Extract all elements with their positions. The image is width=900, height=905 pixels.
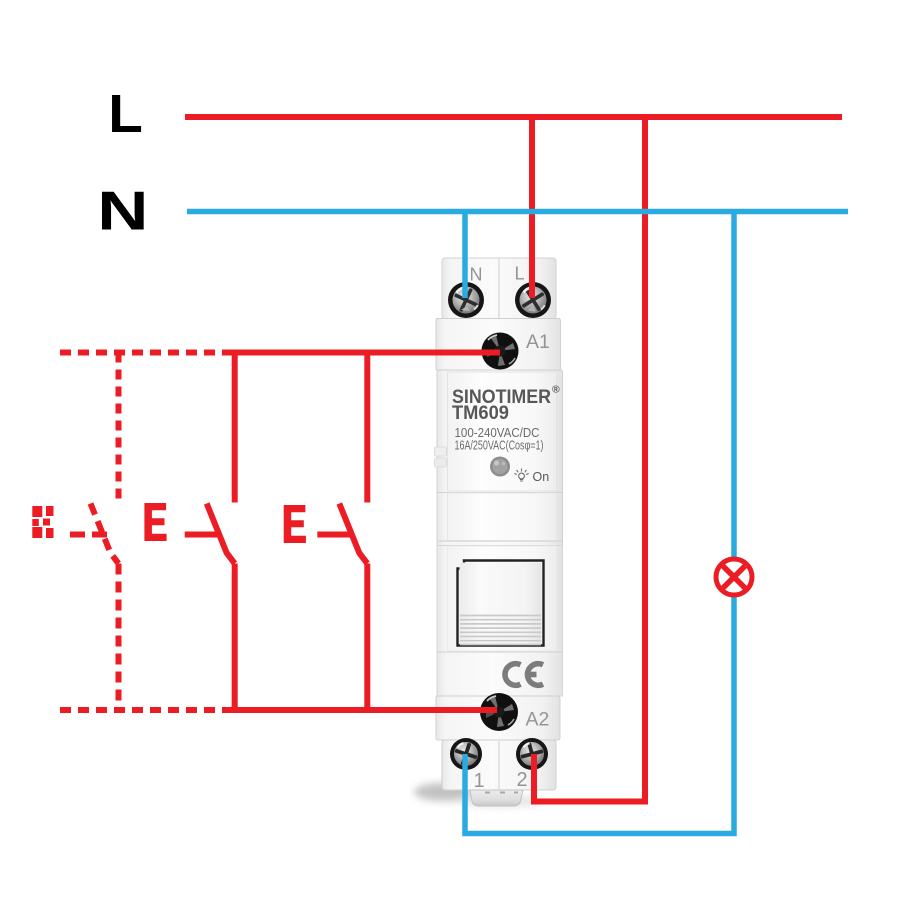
svg-text:N: N [97, 181, 148, 241]
svg-text:A1: A1 [526, 331, 550, 353]
svg-text:TM609: TM609 [452, 402, 509, 424]
svg-text:2: 2 [517, 769, 528, 791]
svg-text:®: ® [552, 384, 560, 396]
svg-text:On: On [533, 470, 550, 484]
svg-text:L: L [108, 83, 143, 143]
svg-text:SINOTIMER: SINOTIMER [452, 386, 551, 408]
svg-text:A2: A2 [526, 709, 550, 731]
svg-text:100-240VAC/DC: 100-240VAC/DC [455, 425, 540, 440]
svg-text:N: N [470, 265, 483, 285]
svg-text:L: L [515, 264, 525, 284]
svg-text:1: 1 [474, 770, 485, 792]
svg-text:16A/250VAC(Cosφ=1): 16A/250VAC(Cosφ=1) [455, 439, 544, 453]
